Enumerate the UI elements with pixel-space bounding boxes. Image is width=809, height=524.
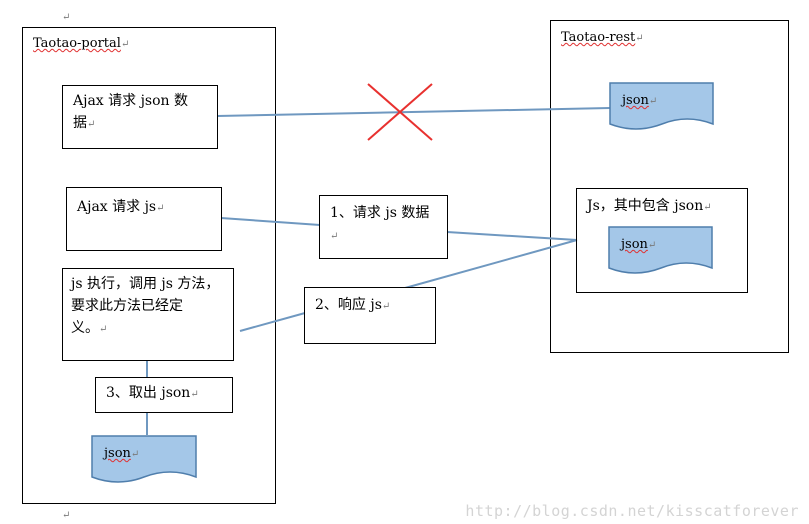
- portal-json-doc: [91, 435, 197, 483]
- response-js-box: 2、响应 js↵: [304, 287, 436, 344]
- request-line-left: [220, 217, 321, 226]
- rest-frame: [550, 20, 789, 353]
- paragraph-mark: ↵: [62, 510, 71, 521]
- exec-box: js 执行，调用 js 方法， 要求此方法已经定 义。↵: [62, 268, 234, 361]
- response-line-left: [239, 312, 306, 332]
- rest-json-doc: [609, 82, 714, 130]
- portal-title: Taotao-portal↵: [33, 36, 130, 51]
- rest-json-label: json↵: [622, 93, 658, 108]
- js-box-json-label: json↵: [621, 237, 657, 252]
- response-line-right: [404, 239, 578, 289]
- cross-line-b: [367, 83, 433, 141]
- ajax-js-box: Ajax 请求 js↵: [66, 187, 222, 251]
- paragraph-mark: ↵: [62, 12, 71, 23]
- take-json-box: 3、取出 json↵: [95, 377, 233, 413]
- request-js-box: 1、请求 js 数据↵: [319, 195, 448, 259]
- request-line-right: [446, 231, 578, 241]
- ajax-json-box: Ajax 请求 json 数 据↵: [62, 85, 218, 149]
- watermark: http://blog.csdn.net/kisscatforever: [465, 502, 799, 520]
- js-box: Js，其中包含 json↵: [576, 188, 748, 293]
- portal-json-label: json↵: [104, 446, 140, 461]
- ajax-json-line: [216, 107, 611, 117]
- rest-title: Taotao-rest↵: [561, 30, 644, 45]
- js-box-json-doc: [608, 226, 713, 274]
